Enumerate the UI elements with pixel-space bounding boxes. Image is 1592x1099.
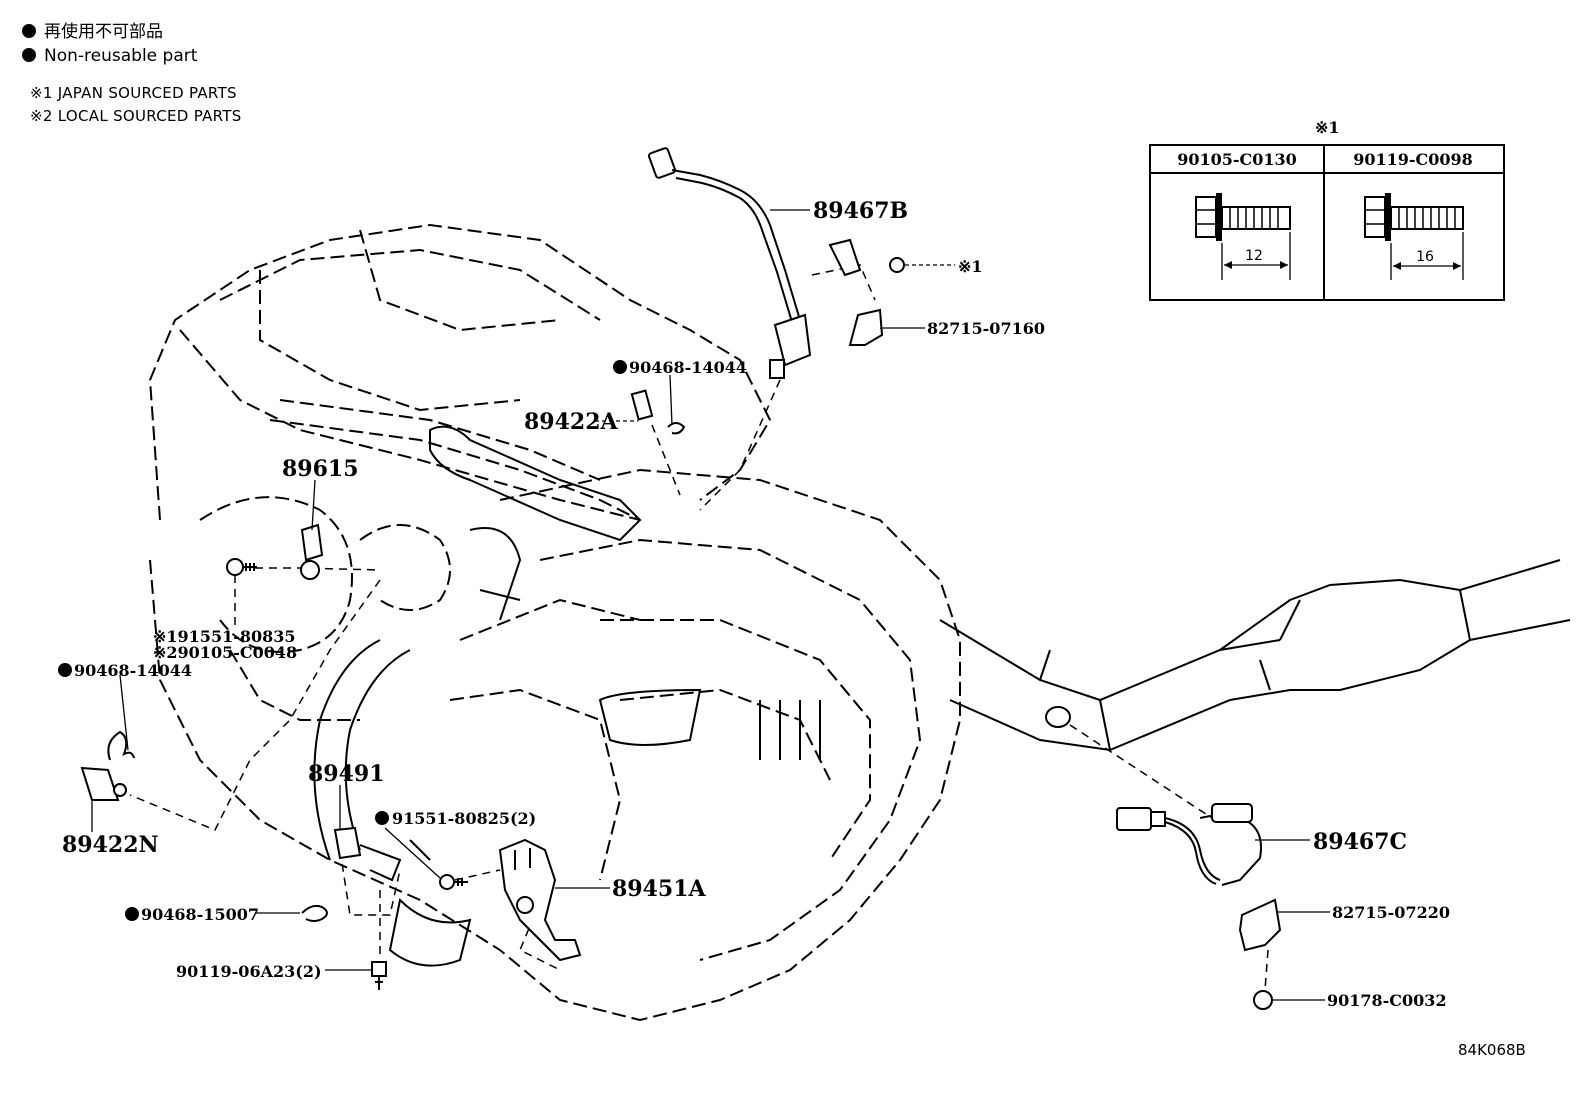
knock-sensor[interactable] bbox=[226, 523, 324, 580]
label-89615[interactable]: 89615 bbox=[282, 456, 359, 482]
legend-jp-text: 再使用不可部品 bbox=[44, 22, 163, 42]
non-reusable-dot-icon bbox=[58, 663, 72, 677]
label-90468-14044-left[interactable]: 90468-14044 bbox=[74, 661, 192, 680]
diagram-code: 84K068B bbox=[1458, 1041, 1526, 1059]
non-reusable-dot-icon bbox=[375, 811, 389, 825]
label-91551-80825[interactable]: 91551-80825(2) bbox=[392, 809, 536, 828]
bolt-col2-length: 16 bbox=[1416, 249, 1434, 265]
sensor-bracket-upper[interactable] bbox=[828, 238, 905, 346]
label-82715-07220[interactable]: 82715-07220 bbox=[1332, 903, 1450, 922]
bolt-col1-part: 90105-C0130 bbox=[1177, 150, 1297, 169]
clip-90468-15007[interactable] bbox=[301, 904, 328, 922]
non-reusable-dot-icon bbox=[22, 48, 36, 62]
label-89422A[interactable]: 89422A bbox=[524, 409, 619, 435]
label-leader-lines bbox=[91, 209, 1330, 1001]
speed-sensor[interactable] bbox=[333, 826, 431, 882]
temp-sensor-lower[interactable] bbox=[80, 730, 135, 801]
non-reusable-dot-icon bbox=[125, 907, 139, 921]
label-90178-C0032[interactable]: 90178-C0032 bbox=[1327, 991, 1447, 1010]
bolt-90119-06A23[interactable] bbox=[371, 961, 387, 990]
label-89491[interactable]: 89491 bbox=[308, 761, 385, 787]
temp-sensor-upper[interactable] bbox=[630, 389, 686, 435]
bolt-reference-table: ※1 90105-C0130 90119-C0098 12 bbox=[1149, 118, 1505, 301]
label-89467C[interactable]: 89467C bbox=[1313, 829, 1407, 855]
note-local-sourced: ※2 LOCAL SOURCED PARTS bbox=[30, 107, 242, 125]
label-91551-80835[interactable]: ※191551-80835 bbox=[153, 627, 296, 646]
label-89422N[interactable]: 89422N bbox=[62, 832, 159, 858]
non-reusable-legend-jp: 再使用不可部品 bbox=[22, 22, 163, 42]
label-89467B[interactable]: 89467B bbox=[813, 198, 908, 224]
label-ref-note1: ※1 bbox=[958, 257, 983, 276]
oxygen-sensor-lower[interactable] bbox=[1116, 803, 1262, 886]
legend-en-text: Non-reusable part bbox=[44, 46, 198, 66]
label-90119-06A23[interactable]: 90119-06A23(2) bbox=[176, 962, 322, 981]
flange-bolt-icon bbox=[1195, 193, 1291, 241]
label-90468-15007[interactable]: 90468-15007 bbox=[141, 905, 259, 924]
label-82715-07160[interactable]: 82715-07160 bbox=[927, 319, 1045, 338]
oxygen-sensor-upper[interactable] bbox=[648, 147, 812, 379]
engine-transaxle-outline bbox=[148, 223, 1571, 1021]
bolt-table-marker: ※1 bbox=[1315, 118, 1340, 137]
bolt-col1-length: 12 bbox=[1245, 248, 1263, 264]
bolt-91551-80825[interactable] bbox=[439, 874, 468, 890]
non-reusable-dot-icon bbox=[613, 360, 627, 374]
label-90468-14044-top[interactable]: 90468-14044 bbox=[629, 358, 747, 377]
label-90105-C0048[interactable]: ※290105-C0048 bbox=[153, 643, 297, 662]
park-neutral-switch[interactable] bbox=[498, 838, 582, 962]
non-reusable-legend-en: Non-reusable part bbox=[22, 46, 197, 66]
flange-bolt-icon bbox=[1364, 193, 1464, 241]
sensor-bracket-lower[interactable] bbox=[1238, 898, 1282, 952]
bolt-col2-part: 90119-C0098 bbox=[1353, 150, 1473, 169]
nut-90178-C0032[interactable] bbox=[1253, 990, 1273, 1010]
note-japan-sourced: ※1 JAPAN SOURCED PARTS bbox=[30, 84, 237, 102]
non-reusable-dot-icon bbox=[22, 24, 36, 38]
label-89451A[interactable]: 89451A bbox=[612, 876, 707, 902]
